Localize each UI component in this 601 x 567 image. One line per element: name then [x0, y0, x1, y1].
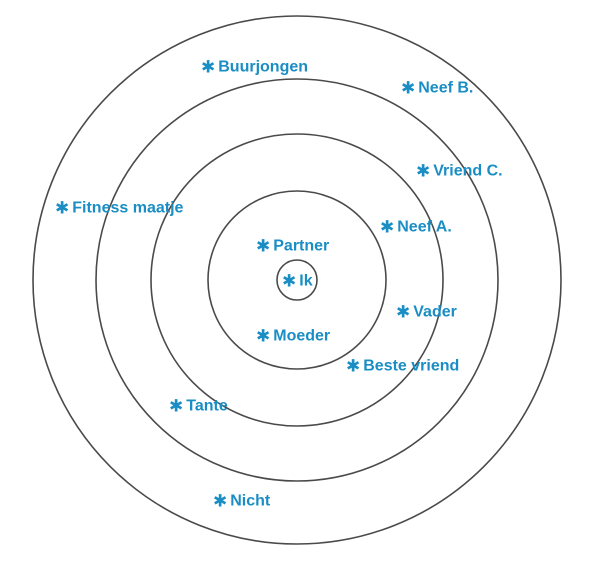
- person-label: Buurjongen: [218, 58, 309, 75]
- person-tante: ✱ Tante: [169, 398, 228, 415]
- asterisk-icon: ✱: [416, 161, 431, 181]
- person-label: Vriend C.: [433, 162, 503, 179]
- person-label: Nicht: [230, 492, 271, 509]
- person-beste-vriend: ✱ Beste vriend: [346, 358, 459, 375]
- person-label: Vader: [413, 303, 457, 320]
- person-neef-a: ✱ Neef A.: [380, 219, 452, 236]
- asterisk-icon: ✱: [396, 302, 411, 322]
- asterisk-icon: ✱: [55, 198, 70, 218]
- inner-ring: [207, 190, 387, 370]
- person-nicht: ✱ Nicht: [213, 493, 270, 510]
- asterisk-icon: ✱: [213, 491, 228, 511]
- person-label: Beste vriend: [363, 357, 460, 374]
- person-buurjongen: ✱ Buurjongen: [201, 59, 308, 76]
- person-neef-b: ✱ Neef B.: [401, 80, 473, 97]
- person-vriend-c: ✱ Vriend C.: [416, 163, 503, 180]
- center-label-ik: ✱ Ik: [282, 273, 313, 290]
- asterisk-icon: ✱: [282, 271, 297, 291]
- asterisk-icon: ✱: [256, 236, 271, 256]
- person-label: Neef A.: [397, 218, 452, 235]
- person-moeder: ✱ Moeder: [256, 328, 330, 345]
- asterisk-icon: ✱: [169, 396, 184, 416]
- person-label: Fitness maatje: [72, 199, 184, 216]
- person-label: Partner: [273, 237, 330, 254]
- center-ring: [276, 259, 318, 301]
- person-label: Moeder: [273, 327, 331, 344]
- person-label: Tante: [186, 397, 228, 414]
- person-vader: ✱ Vader: [396, 304, 457, 321]
- third-ring: [95, 78, 499, 482]
- person-partner: ✱ Partner: [256, 238, 329, 255]
- person-label: Ik: [299, 272, 313, 289]
- second-ring: [150, 133, 444, 427]
- person-fitness-maatje: ✱ Fitness maatje: [55, 200, 183, 217]
- asterisk-icon: ✱: [401, 78, 416, 98]
- person-label: Neef B.: [418, 79, 474, 96]
- outer-ring: [32, 15, 562, 545]
- asterisk-icon: ✱: [256, 326, 271, 346]
- asterisk-icon: ✱: [346, 356, 361, 376]
- asterisk-icon: ✱: [201, 57, 216, 77]
- asterisk-icon: ✱: [380, 217, 395, 237]
